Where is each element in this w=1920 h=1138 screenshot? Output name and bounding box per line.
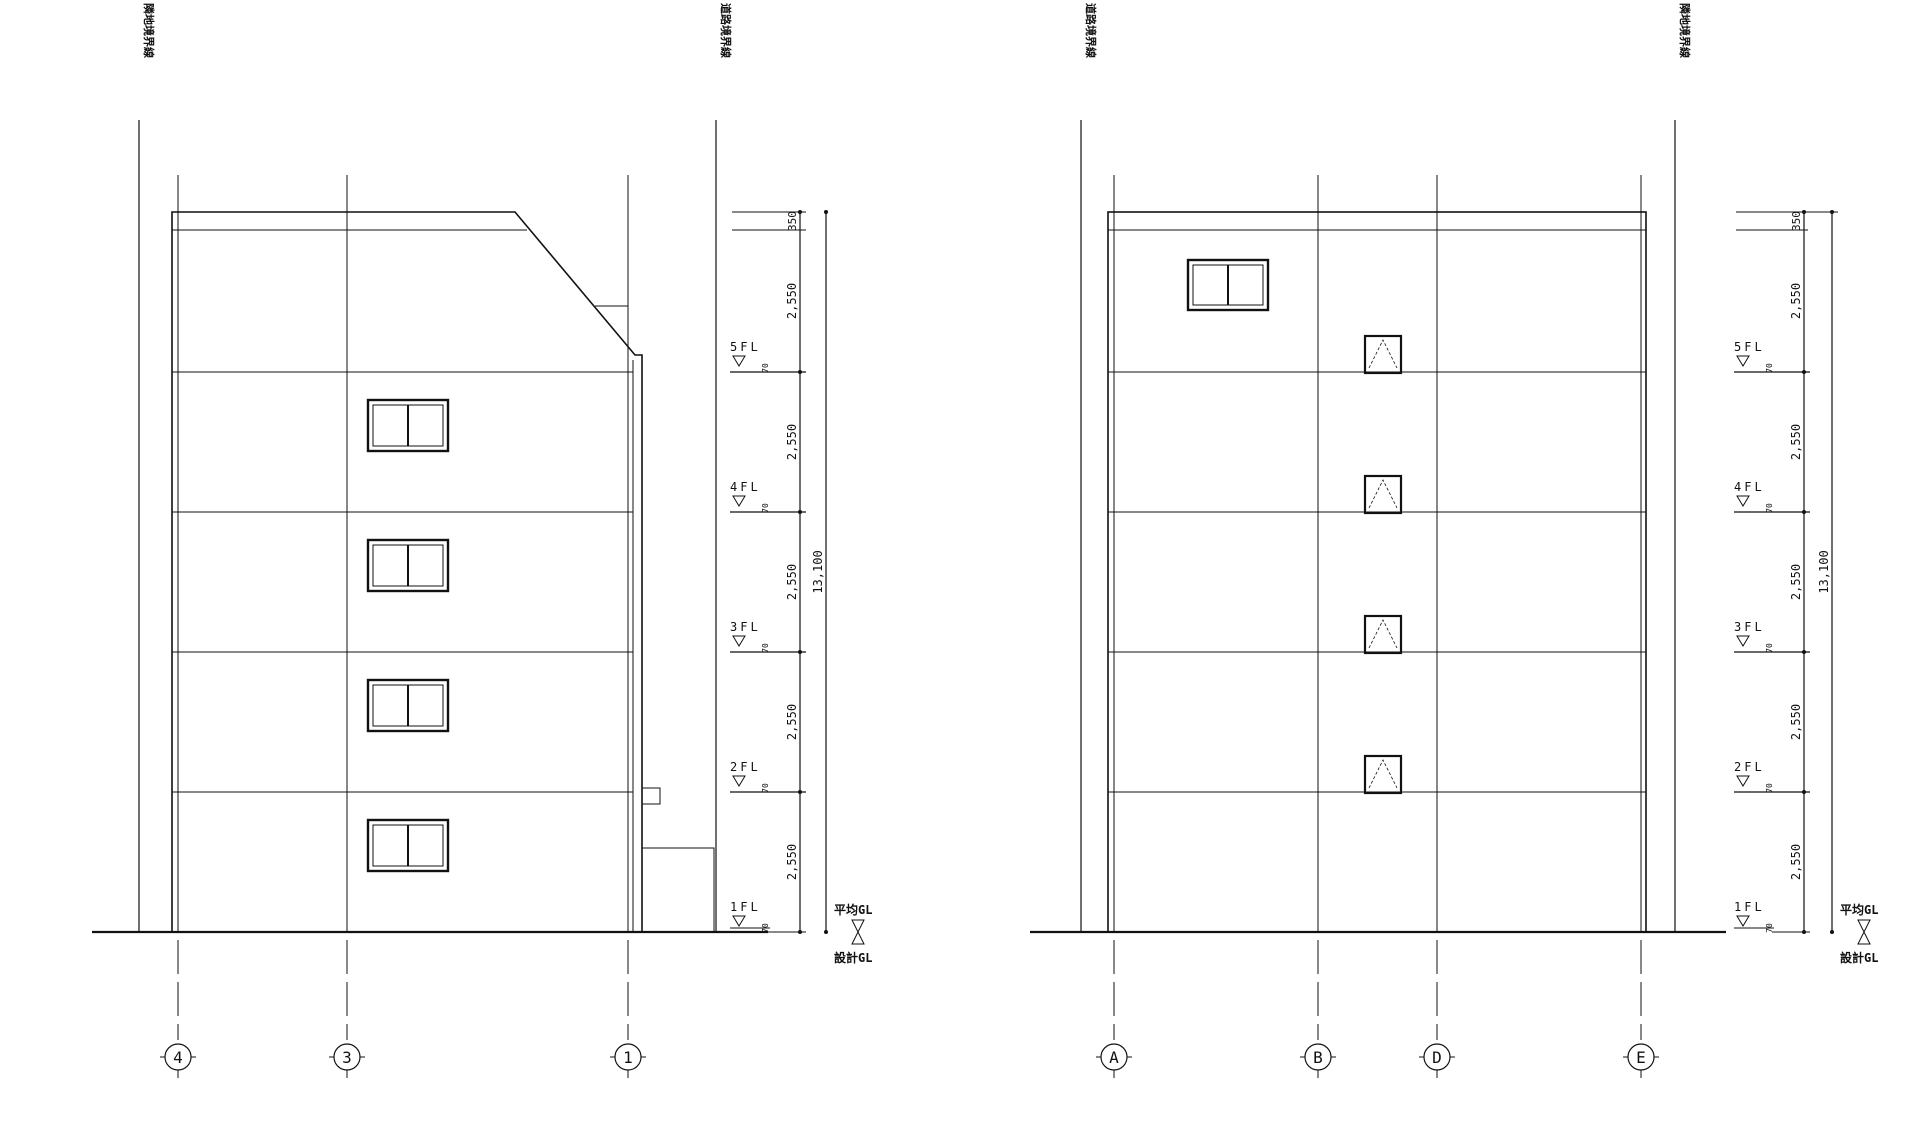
- svg-text:3FL: 3FL: [1734, 620, 1765, 634]
- left-floor-lines: [172, 371, 633, 793]
- entrance-canopy: [642, 847, 715, 932]
- grid-label: E: [1636, 1048, 1646, 1067]
- building-outline: [1107, 211, 1647, 933]
- floor-marker-2fl: 2FL 70: [1734, 760, 1774, 793]
- floor-marker-5fl: 5FL 70: [1734, 340, 1774, 373]
- svg-text:70: 70: [761, 363, 770, 373]
- dim-350: 350: [786, 211, 799, 231]
- window: [366, 818, 450, 873]
- grid-bubble-d: D: [1419, 1043, 1455, 1078]
- grid-bubble-e: E: [1623, 1043, 1659, 1078]
- floor-marker-4fl: 4FL 70: [730, 480, 770, 513]
- right-floor-lines: [1108, 371, 1646, 793]
- grid-bubble-4: 4: [160, 1043, 196, 1078]
- gl-design-label: 設計GL: [834, 950, 872, 965]
- dim-2550: 2,550: [785, 564, 799, 600]
- floor-marker-1fl: 1FL 70: [730, 900, 770, 933]
- svg-text:2FL: 2FL: [1734, 760, 1765, 774]
- right-grid-lower: [1113, 940, 1642, 1040]
- right-dimensions: 350 2,550 2,550 2,550 2,550 2,550 13,100…: [1734, 210, 1878, 965]
- vent-window: [1363, 334, 1403, 375]
- dim-2550: 2,550: [1789, 283, 1803, 319]
- left-elevation: 隣地境界線 道路境界線: [92, 3, 872, 1078]
- vent-window: [1363, 754, 1403, 795]
- gl-mean-label: 平均GL: [834, 902, 872, 917]
- grid-bubble-b: B: [1300, 1043, 1336, 1078]
- svg-text:70: 70: [1765, 363, 1774, 373]
- dim-2550: 2,550: [785, 283, 799, 319]
- grid-label: 4: [173, 1048, 183, 1067]
- left-grid-lower: [177, 940, 629, 1040]
- svg-text:70: 70: [761, 643, 770, 653]
- svg-text:70: 70: [1765, 923, 1774, 933]
- svg-text:4FL: 4FL: [730, 480, 761, 494]
- window: [366, 538, 450, 593]
- dim-2550: 2,550: [1789, 424, 1803, 460]
- building-outline: [171, 211, 643, 932]
- total-height: 13,100: [811, 550, 825, 593]
- grid-bubble-3: 3: [329, 1043, 365, 1078]
- svg-text:70: 70: [1765, 783, 1774, 793]
- svg-text:70: 70: [761, 923, 770, 933]
- dim-350: 350: [1790, 211, 1803, 231]
- dim-2550: 2,550: [785, 844, 799, 880]
- window: [366, 678, 450, 733]
- total-height: 13,100: [1817, 550, 1831, 593]
- gl-marker: 平均GL 設計GL: [1840, 902, 1878, 965]
- grid-label: 1: [623, 1048, 633, 1067]
- svg-text:3FL: 3FL: [730, 620, 761, 634]
- svg-text:70: 70: [761, 503, 770, 513]
- dim-2550: 2,550: [785, 704, 799, 740]
- grid-label: B: [1313, 1048, 1323, 1067]
- wall-fixture: [641, 787, 661, 805]
- left-windows: [366, 398, 450, 873]
- left-dimensions: 350 2,550 2,550 2,550 2,550 2,550 13,100…: [730, 210, 872, 965]
- grid-bubble-1: 1: [610, 1043, 646, 1078]
- window: [366, 398, 450, 453]
- gl-design-label: 設計GL: [1840, 950, 1878, 965]
- floor-marker-5fl: 5FL 70: [730, 340, 770, 373]
- svg-text:70: 70: [1765, 503, 1774, 513]
- grid-bubble-a: A: [1096, 1043, 1132, 1078]
- roof-box: [595, 305, 629, 348]
- grid-label: D: [1432, 1048, 1442, 1067]
- floor-marker-2fl: 2FL 70: [730, 760, 770, 793]
- svg-text:5FL: 5FL: [1734, 340, 1765, 354]
- grid-label: A: [1109, 1048, 1119, 1067]
- vent-window: [1363, 614, 1403, 655]
- dim-2550: 2,550: [1789, 704, 1803, 740]
- floor-marker-1fl: 1FL 70: [1734, 900, 1774, 933]
- gl-mean-label: 平均GL: [1840, 902, 1878, 917]
- boundary-label-right: 道路境界線: [719, 3, 733, 58]
- floor-marker-3fl: 3FL 70: [730, 620, 770, 653]
- svg-text:4FL: 4FL: [1734, 480, 1765, 494]
- right-elevation: 道路境界線 隣地境界線: [1030, 3, 1878, 1078]
- grid-label: 3: [342, 1048, 352, 1067]
- svg-text:2FL: 2FL: [730, 760, 761, 774]
- svg-text:1FL: 1FL: [730, 900, 761, 914]
- svg-text:1FL: 1FL: [1734, 900, 1765, 914]
- dim-2550: 2,550: [785, 424, 799, 460]
- boundary-label-left: 隣地境界線: [142, 3, 156, 58]
- boundary-label-left: 道路境界線: [1084, 3, 1098, 58]
- window: [1186, 258, 1270, 312]
- gl-marker: 平均GL 設計GL: [834, 902, 872, 965]
- floor-marker-3fl: 3FL 70: [1734, 620, 1774, 653]
- svg-text:70: 70: [1765, 643, 1774, 653]
- right-vent-windows: [1363, 334, 1403, 795]
- floor-marker-4fl: 4FL 70: [1734, 480, 1774, 513]
- dim-2550: 2,550: [1789, 564, 1803, 600]
- svg-text:5FL: 5FL: [730, 340, 761, 354]
- vent-window: [1363, 474, 1403, 515]
- svg-text:70: 70: [761, 783, 770, 793]
- dim-2550: 2,550: [1789, 844, 1803, 880]
- boundary-label-right: 隣地境界線: [1678, 3, 1692, 58]
